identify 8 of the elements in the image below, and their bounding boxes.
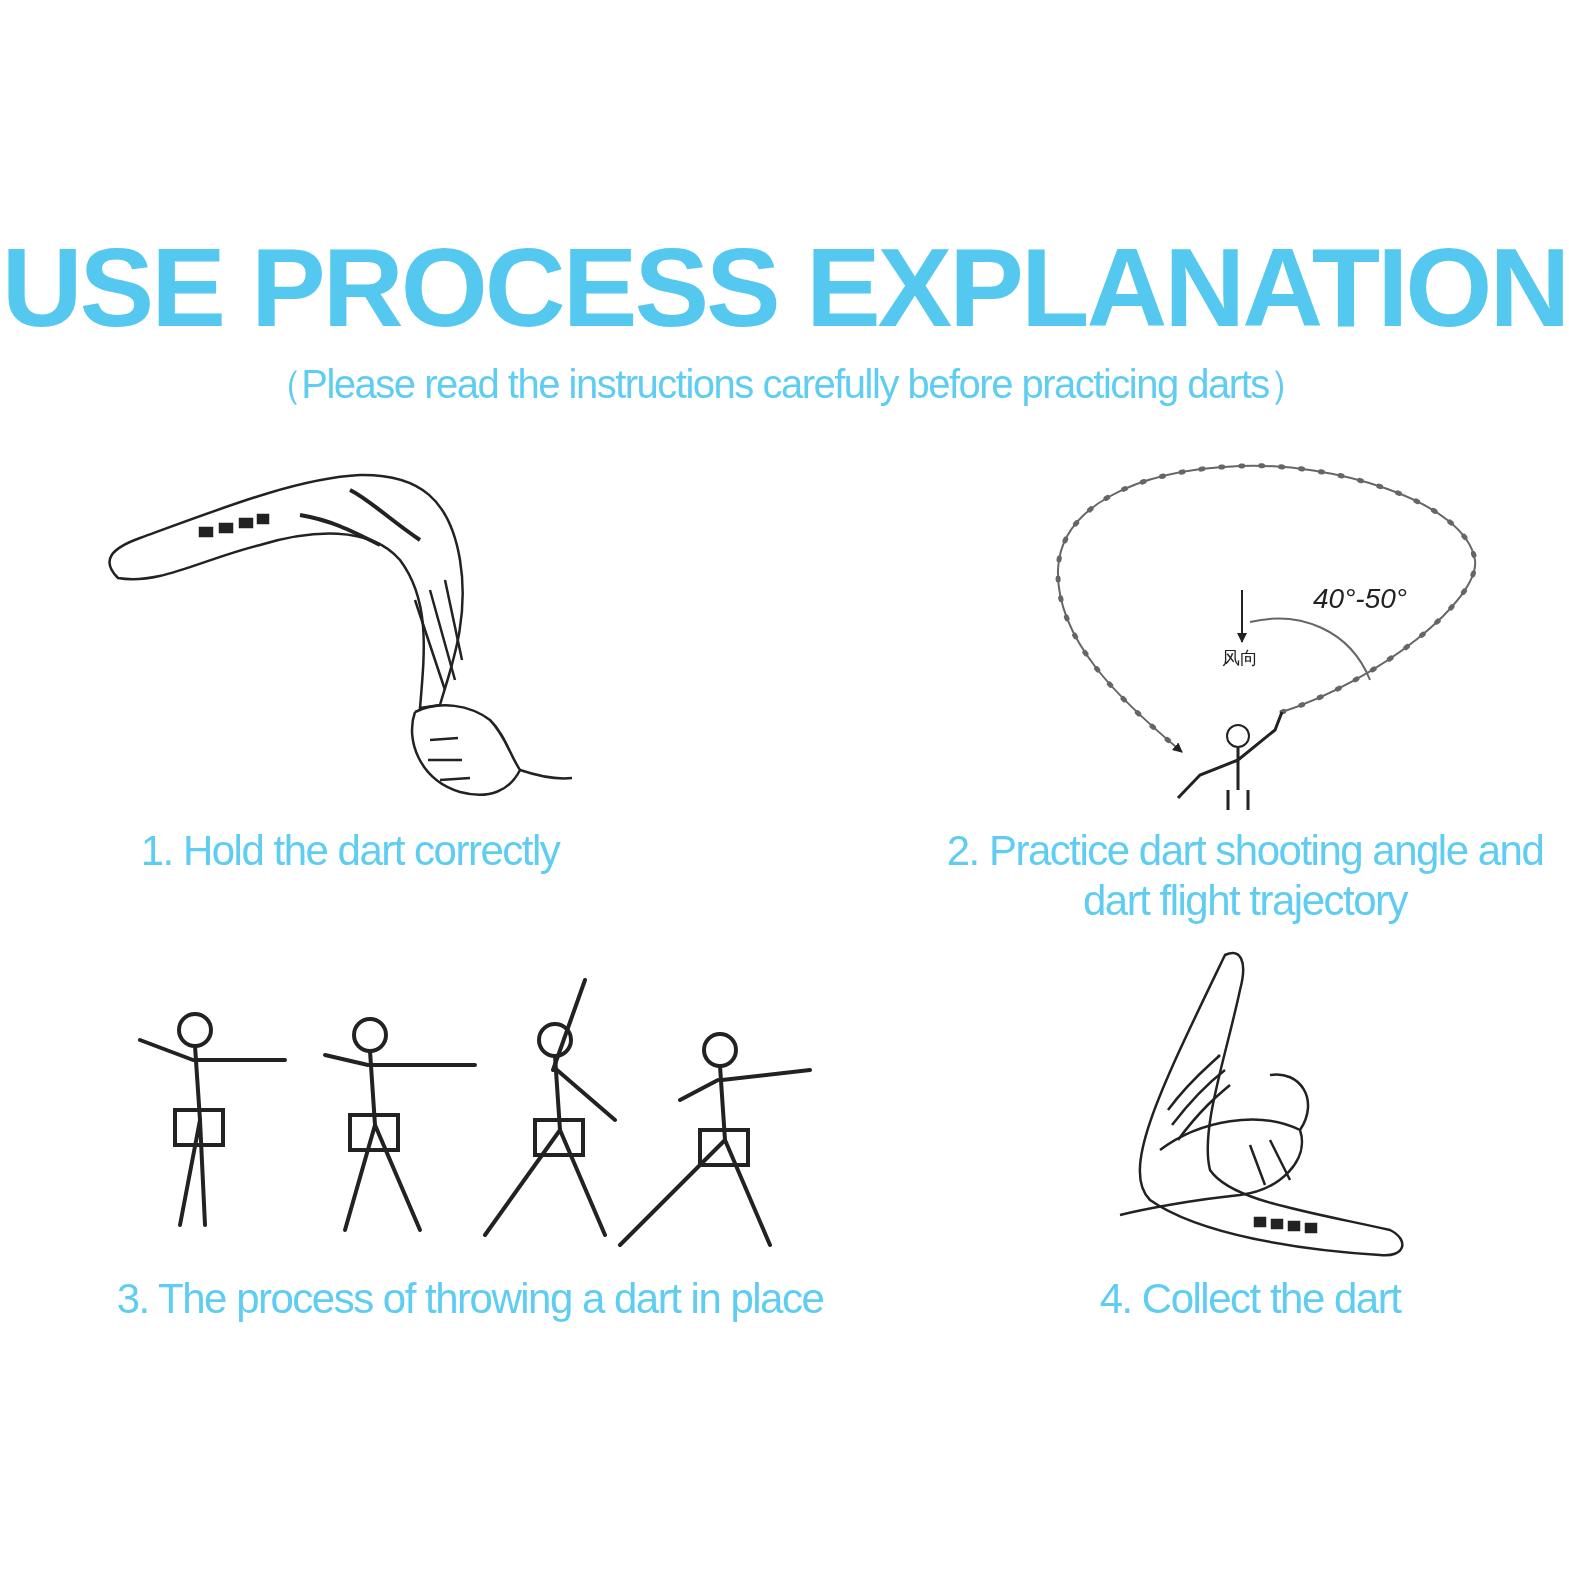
- step-caption: 2. Practice dart shooting angle and dart flight trajectory: [945, 826, 1545, 927]
- angle-label: 40°-50°: [1312, 582, 1408, 616]
- step-caption: 3. The process of throwing a dart in place: [115, 1274, 825, 1324]
- step-caption: 1. Hold the dart correctly: [139, 826, 561, 876]
- subtitle: （Please read the instructions carefully before practicing darts）: [261, 361, 1309, 408]
- step-caption: 4. Collect the dart: [1098, 1274, 1402, 1324]
- wind-label: 风向: [1221, 648, 1259, 670]
- title: USE PROCESS EXPLANATION: [0, 228, 1569, 348]
